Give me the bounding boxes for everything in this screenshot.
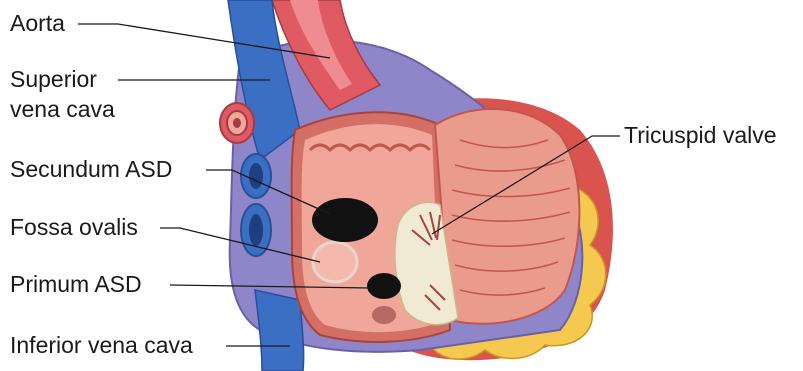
heart-illustration xyxy=(220,0,613,371)
label-superior-vena-cava-line2: vena cava xyxy=(10,96,115,122)
inferior-vena-cava-vessel xyxy=(255,290,304,371)
label-secundum-asd: Secundum ASD xyxy=(10,156,172,182)
label-fossa-ovalis: Fossa ovalis xyxy=(10,214,138,240)
secundum-asd-defect xyxy=(312,198,378,242)
label-inferior-vena-cava: Inferior vena cava xyxy=(10,332,193,358)
pulmonary-artery-section xyxy=(220,103,254,143)
label-aorta: Aorta xyxy=(10,10,65,36)
label-tricuspid-valve: Tricuspid valve xyxy=(624,122,777,148)
label-superior-vena-cava-line1: Superior xyxy=(10,66,97,92)
coronary-sinus-opening xyxy=(372,306,396,324)
primum-asd-defect xyxy=(367,273,401,299)
label-primum-asd: Primum ASD xyxy=(10,271,142,297)
